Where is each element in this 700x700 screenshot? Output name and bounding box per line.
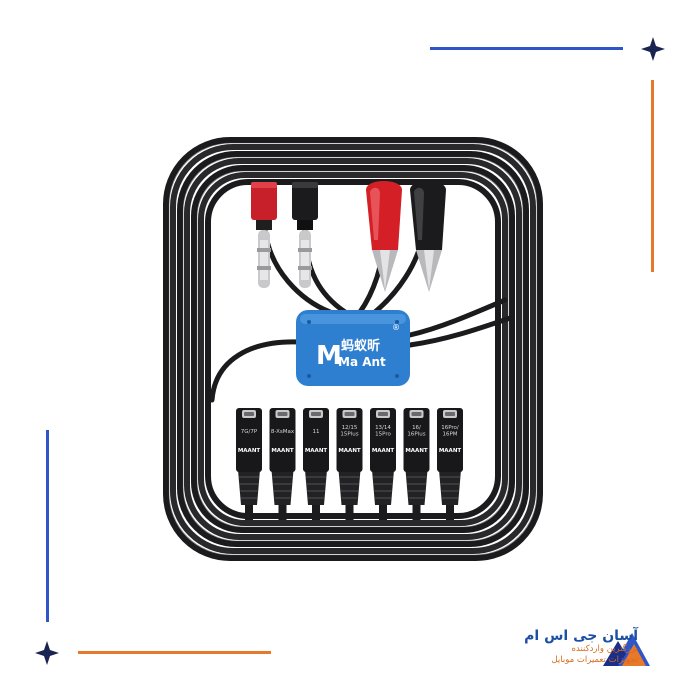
connector-1: 7G/7P MAANT <box>236 408 262 520</box>
module-wires <box>209 222 513 403</box>
connector-brand-label: MAANT <box>439 448 462 454</box>
probe-black <box>410 181 446 292</box>
connector-brand-label: MAANT <box>372 448 395 454</box>
connector-7: 16Pro/16PM MAANT <box>437 408 463 520</box>
connector-brand-label: MAANT <box>338 448 361 454</box>
connector-brand-label: MAANT <box>305 448 328 454</box>
connector-model-label: 16Pro/16PM <box>441 425 459 438</box>
coiled-cable <box>163 137 543 561</box>
banana-plug-black <box>292 182 318 288</box>
connector-model-label: 7G/7P <box>241 429 258 435</box>
watermark-name: آسان جی اس ام <box>524 628 638 644</box>
logo-latin-text: Ma Ant <box>338 355 386 369</box>
watermark-tagline-2: تجهیزات تعمیرات موبایل <box>551 655 639 665</box>
connector-brand-label: MAANT <box>238 448 261 454</box>
registered-mark: ® <box>392 323 400 332</box>
sparkle-icon <box>641 37 665 61</box>
brand-logo-icon <box>603 633 650 666</box>
logo-cn-text: 蚂蚁昕 <box>341 338 380 354</box>
connector-model-label: 16/16Plus <box>407 425 425 438</box>
control-module: M 蚂蚁昕 Ma Ant ® <box>296 310 410 386</box>
connector-brand-label: MAANT <box>405 448 428 454</box>
connector-model-label: 8-XsMax <box>271 429 295 435</box>
connector-model-label: 11 <box>313 429 320 435</box>
watermark-tagline-1: بزرگترین واردکننده <box>571 644 638 654</box>
left-blue-line <box>46 430 49 622</box>
probe-red <box>366 181 402 292</box>
connector-brand-label: MAANT <box>271 448 294 454</box>
watermark-brand: آسان جی اس ام بزرگترین واردکننده تجهیزات… <box>524 628 638 666</box>
banana-plug-red <box>251 182 277 288</box>
brand-logo-m: M <box>316 341 342 371</box>
sparkle-icon <box>35 641 59 665</box>
right-orange-line <box>651 80 654 272</box>
top-blue-line <box>430 47 623 50</box>
bottom-orange-line <box>78 651 271 654</box>
